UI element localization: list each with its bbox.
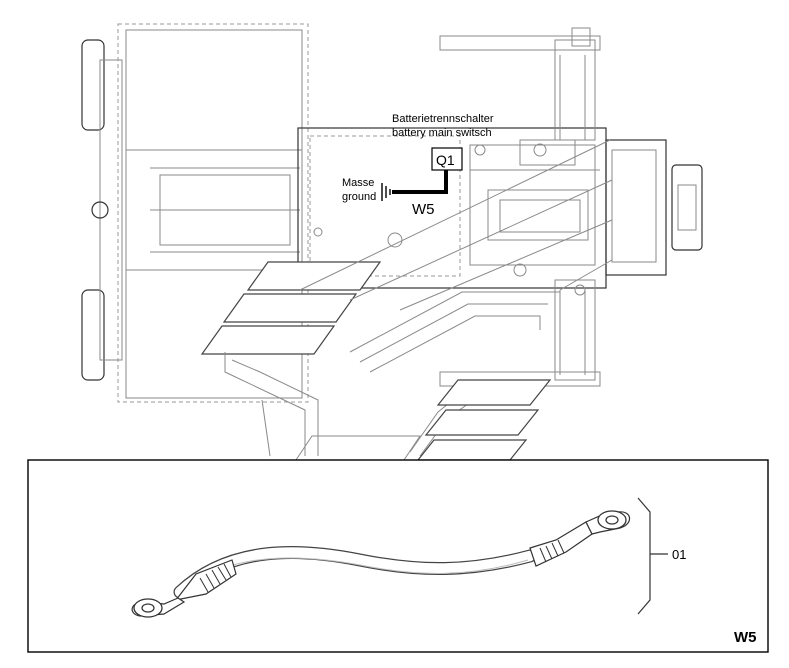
switch-label-en: battery main switsch xyxy=(392,127,492,139)
switch-q1-tag: Q1 xyxy=(436,152,455,168)
cable-w5-illustration xyxy=(131,510,631,618)
switch-callout: Batterietrennschalter battery main swits… xyxy=(392,113,494,171)
ground-callout: Masse ground xyxy=(342,177,391,203)
cable-w5-label: W5 xyxy=(412,201,435,218)
cable-w5-route xyxy=(392,170,448,194)
machine-outline xyxy=(81,23,703,403)
right-ring-terminal xyxy=(585,510,631,535)
cable-duct-outline xyxy=(200,139,613,461)
part-bracket xyxy=(637,497,651,615)
detail-frame xyxy=(27,459,769,653)
ground-label-en: ground xyxy=(342,191,376,203)
ground-label-de: Masse xyxy=(342,177,374,189)
detail-view-tag: W5 xyxy=(734,629,757,646)
left-sleeve xyxy=(174,559,237,601)
part-number: 01 xyxy=(672,547,686,562)
left-ring-terminal xyxy=(131,597,186,618)
ground-icon xyxy=(381,183,391,201)
switch-label-de: Batterietrennschalter xyxy=(392,113,494,125)
